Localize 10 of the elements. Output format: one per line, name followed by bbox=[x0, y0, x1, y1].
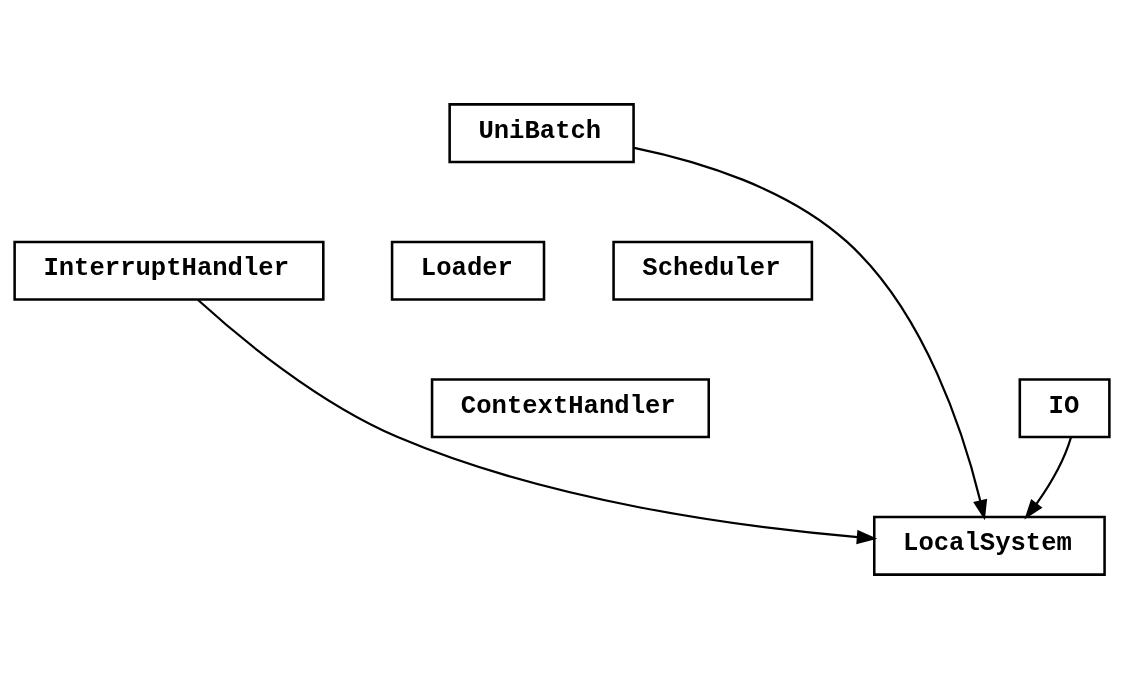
node-box: InterruptHandler bbox=[13, 240, 325, 301]
node-box: Loader bbox=[390, 240, 546, 301]
arrow bbox=[633, 146, 988, 520]
arrow bbox=[1024, 436, 1072, 520]
arrow bbox=[197, 298, 878, 544]
node-box: Scheduler bbox=[612, 240, 814, 301]
node-box: UniBatch bbox=[448, 102, 635, 163]
node-box: IO bbox=[1018, 377, 1111, 438]
node-box: LocalSystem bbox=[873, 515, 1106, 576]
node-box: ContextHandler bbox=[430, 377, 710, 438]
